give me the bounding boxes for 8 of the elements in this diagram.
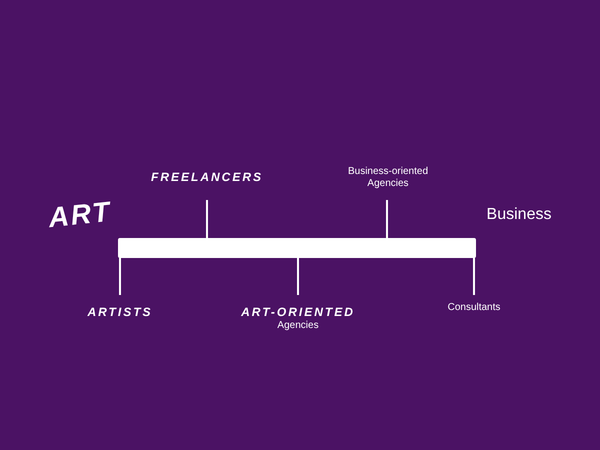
scale-label: Agencies	[277, 320, 319, 332]
scale-label: Consultants	[448, 302, 500, 314]
end-label: Business	[486, 205, 552, 224]
scale-label: Business-oriented Agencies	[346, 166, 430, 190]
scale-label: ART-ORIENTED	[241, 305, 355, 320]
scale-label: FREELANCERS	[151, 170, 263, 184]
end-label: ART	[46, 194, 114, 235]
scale-label: ARTISTS	[87, 305, 153, 320]
